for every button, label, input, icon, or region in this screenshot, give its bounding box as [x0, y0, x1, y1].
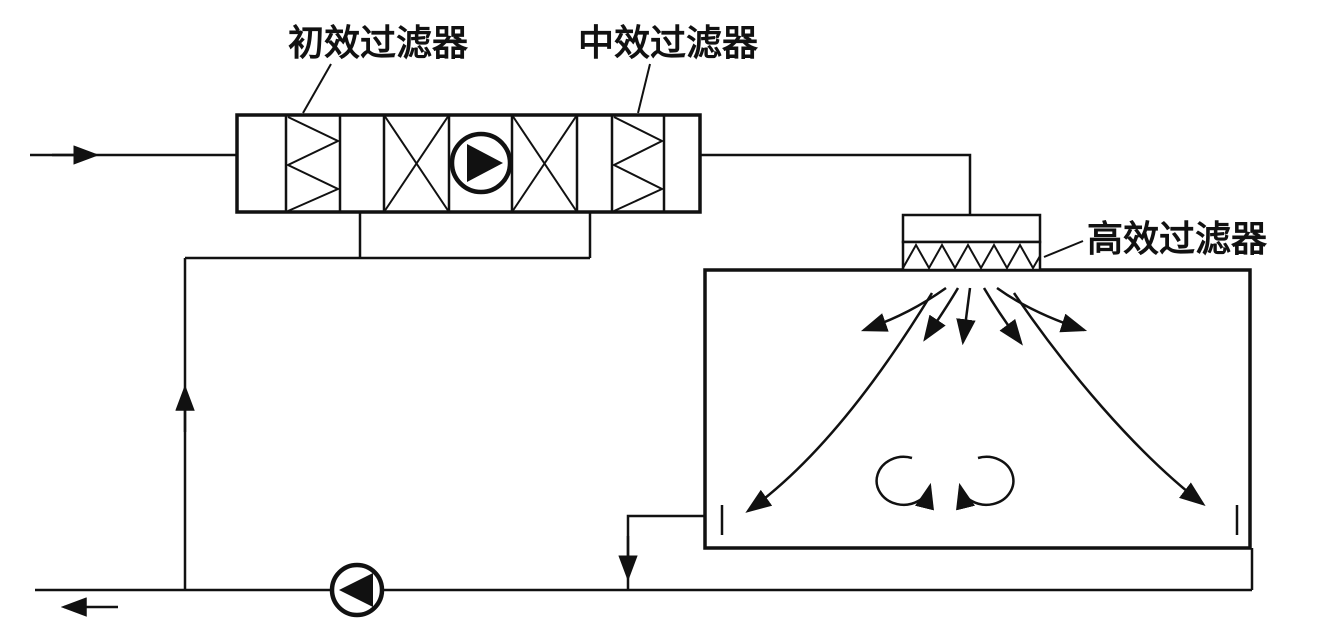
medium-filter-leader-line	[637, 63, 651, 114]
hepa-plenum-box	[901, 213, 1042, 244]
cleanroom-wall	[703, 268, 1252, 550]
airflow-arrow-icon	[956, 287, 976, 346]
supply-duct	[700, 153, 972, 215]
recirculation-riser	[175, 212, 592, 590]
airflow-arrow-icon	[923, 287, 960, 342]
diagram-labels: 初效过滤器 中效过滤器 高效过滤器	[288, 23, 1268, 259]
cleanroom-box	[703, 268, 1252, 550]
primary-filter-label: 初效过滤器	[288, 23, 469, 63]
return-duct	[618, 514, 705, 590]
airflow-arrow-icon	[982, 287, 1023, 346]
medium-filter-label: 中效过滤器	[578, 23, 759, 63]
hepa-filter-label: 高效过滤器	[1087, 219, 1268, 259]
hepa-filter-box	[901, 240, 1042, 272]
supply-duct-line	[700, 153, 972, 215]
vortex-curl-right-icon	[956, 455, 1015, 511]
airflow-arrow-long-left-icon	[745, 292, 934, 513]
coil-panel-left	[383, 114, 450, 213]
primary-filter-leader-line	[302, 63, 332, 114]
ahu-section-dividers	[284, 115, 666, 212]
medium-filter-zigzag-icon	[611, 116, 665, 212]
return-fan-icon	[329, 562, 385, 618]
supply-airflow-arrows	[745, 286, 1206, 513]
vortex-arrows	[875, 455, 1015, 511]
supply-fan-icon	[449, 131, 513, 195]
ahu-unit	[235, 113, 702, 214]
return-duct-line	[626, 514, 705, 590]
exhaust-main	[35, 548, 1254, 617]
airflow-arrow-long-right-icon	[1012, 292, 1206, 506]
hepa-filter-leader-line	[1043, 240, 1084, 258]
vortex-curl-left-icon	[875, 455, 934, 511]
airflow-arrow-icon	[860, 286, 947, 332]
hepa-filter-unit	[901, 213, 1042, 272]
airflow-arrow-icon	[996, 286, 1088, 333]
hepa-filter-zigzag-icon	[902, 242, 1041, 271]
medium-filter-panel	[611, 116, 665, 212]
primary-filter-panel	[285, 116, 341, 212]
coil-panel-right	[511, 114, 578, 213]
primary-filter-zigzag-icon	[285, 116, 341, 212]
